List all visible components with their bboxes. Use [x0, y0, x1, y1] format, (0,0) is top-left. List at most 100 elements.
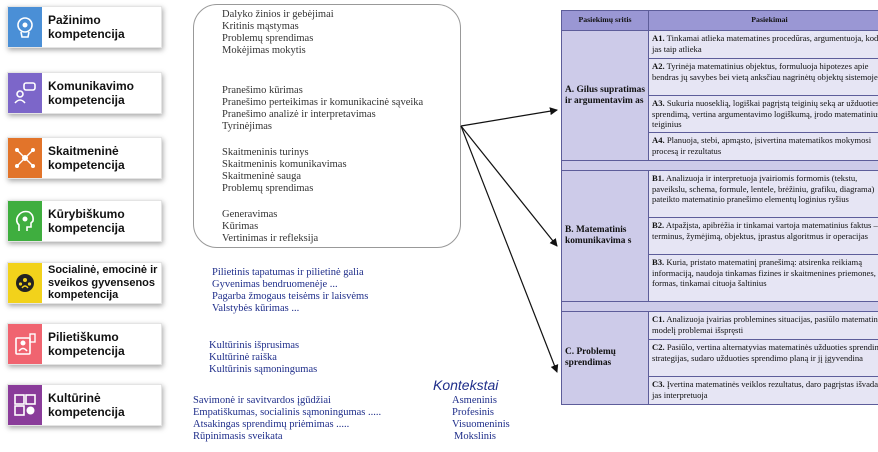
- list-item: Visuomeninis: [452, 419, 510, 430]
- achievement-a2: A2. Tyrinėja matematinius objektus, form…: [648, 58, 878, 96]
- competency-pilietiskumo: Pilietiškumo kompetencija: [7, 323, 162, 365]
- competency-color-bar: [8, 324, 42, 364]
- table-row: A. Gilus supratimas ir argumentavim as A…: [561, 30, 878, 161]
- competency-komunikavimo: Komunikavimo kompetencija: [7, 72, 162, 114]
- list-item: Generavimas: [222, 209, 278, 220]
- arrow-to-c: [460, 125, 559, 373]
- creative-head-icon: [15, 210, 34, 231]
- list-item: Skaitmeninis turinys: [222, 147, 309, 158]
- achievement-c1: C1. Analizuoja įvairias problemines situ…: [648, 311, 878, 340]
- competency-label: Socialinė, emocinė ir sveikos gyvensenos…: [48, 264, 158, 302]
- list-item: Skaitmeninė sauga: [222, 171, 302, 182]
- section-a-title: A. Gilus supratimas ir argumentavim as: [561, 30, 649, 161]
- list-item: Gyvenimas bendruomenėje ...: [212, 279, 338, 290]
- list-item: Problemų sprendimas: [222, 183, 314, 194]
- competency-color-bar: [8, 263, 42, 303]
- list-item: Kultūrinė raiška: [209, 352, 277, 363]
- achievements-table: Pasiekimų sritis Pasiekimai A. Gilus sup…: [561, 10, 878, 405]
- achievement-c3: C3. Įvertina matematinės veiklos rezulta…: [648, 376, 878, 405]
- cultural-components-list: Kultūrinis išprusimas Kultūrinė raiška K…: [209, 340, 317, 376]
- arrow-to-b: [460, 125, 558, 247]
- competency-label: Pilietiškumo kompetencija: [48, 330, 125, 358]
- community-icon: [16, 274, 34, 292]
- achievement-a3: A3. Sukuria nuoseklią, logiškai pagrįstą…: [648, 95, 878, 133]
- section-c-title: C. Problemų sprendimas: [561, 311, 649, 405]
- list-item: Kultūrinis sąmoningumas: [209, 364, 318, 375]
- competency-socialine: Socialinė, emocinė ir sveikos gyvensenos…: [7, 262, 162, 304]
- contexts-title: Kontekstai: [433, 377, 499, 393]
- list-item: Valstybės kūrimas ...: [212, 303, 300, 314]
- head-gears-icon: [17, 17, 33, 38]
- table-row: B. Matematinis komunikavima s B1. Analiz…: [561, 170, 878, 302]
- communication-components-list: Pranešimo kūrimas Pranešimo perteikimas …: [222, 85, 423, 133]
- list-item: Kūrimas: [222, 221, 259, 232]
- list-item: Savimonė ir savitvardos įgūdžiai: [193, 395, 331, 406]
- table-row: C2. Pasiūlo, vertina alternatyvias matem…: [562, 339, 878, 377]
- table-row: B3. Kuria, pristato matematinį pranešimą…: [562, 254, 878, 302]
- arrow-to-a: [460, 107, 558, 127]
- social-components-list: Savimonė ir savitvardos įgūdžiai Empatiš…: [193, 395, 381, 443]
- digital-components-list: Skaitmeninis turinys Skaitmeninis komuni…: [222, 147, 347, 195]
- creativity-components-list: Generavimas Kūrimas Vertinimas ir reflek…: [222, 209, 318, 245]
- table-row: B2. Atpažįsta, apibrėžia ir tinkamai var…: [562, 217, 878, 255]
- list-item: Mokėjimas mokytis: [222, 45, 306, 56]
- list-item: Rūpinimasis sveikata: [193, 431, 283, 442]
- competency-color-bar: [8, 385, 42, 425]
- list-item: Dalyko žinios ir gebėjimai: [222, 9, 334, 20]
- list-item: Mokslinis: [454, 431, 497, 442]
- competency-color-bar: [8, 138, 42, 178]
- competency-pazinimo: Pažinimo kompetencija: [7, 6, 162, 48]
- competency-kulturine: Kultūrinė kompetencija: [7, 384, 162, 426]
- list-item: Pranešimo kūrimas: [222, 85, 303, 96]
- list-item: Pilietinis tapatumas ir pilietinė galia: [212, 267, 364, 278]
- table-row: C. Problemų sprendimas C1. Analizuoja įv…: [561, 311, 878, 405]
- table-row: A2. Tyrinėja matematinius objektus, form…: [562, 58, 878, 96]
- civic-components-list: Pilietinis tapatumas ir pilietinė galia …: [212, 267, 368, 315]
- competency-components-box: [193, 4, 461, 248]
- table-row: C3. Įvertina matematinės veiklos rezulta…: [562, 376, 878, 405]
- list-item: Kritinis mąstymas: [222, 21, 299, 32]
- achievement-c2: C2. Pasiūlo, vertina alternatyvias matem…: [648, 339, 878, 377]
- civic-building-icon: [15, 333, 36, 355]
- competency-label: Skaitmeninė kompetencija: [48, 144, 125, 172]
- table-header-achievements: Pasiekimai: [648, 10, 878, 31]
- competency-label: Pažinimo kompetencija: [48, 13, 125, 41]
- table-separator: [561, 160, 878, 171]
- list-item: Asmeninis: [452, 395, 497, 406]
- digital-network-icon: [15, 148, 35, 168]
- competency-label: Komunikavimo kompetencija: [48, 79, 135, 107]
- section-b-title: B. Matematinis komunikavima s: [561, 170, 649, 302]
- competency-color-bar: [8, 73, 42, 113]
- list-item: Tyrinėjimas: [222, 121, 273, 132]
- culture-icon: [14, 394, 36, 416]
- achievement-b1: B1. Analizuoja ir interpretuoja įvairiom…: [648, 170, 878, 218]
- list-item: Atsakingas sprendimų priėmimas .....: [193, 419, 350, 430]
- list-item: Problemų sprendimas: [222, 33, 314, 44]
- achievement-a4: A4. Planuoja, stebi, apmąsto, įsivertina…: [648, 132, 878, 161]
- speech-people-icon: [14, 82, 36, 104]
- competency-label: Kultūrinė kompetencija: [48, 391, 125, 419]
- competency-kurybiskumo: Kūrybiškumo kompetencija: [7, 200, 162, 242]
- cognitive-components-list: Dalyko žinios ir gebėjimai Kritinis mąst…: [222, 9, 334, 57]
- list-item: Empatiškumas, socialinis sąmoningumas ..…: [193, 407, 382, 418]
- achievement-b2: B2. Atpažįsta, apibrėžia ir tinkamai var…: [648, 217, 878, 255]
- list-item: Vertinimas ir refleksija: [222, 233, 319, 244]
- table-header-area: Pasiekimų sritis: [561, 10, 649, 31]
- competency-color-bar: [8, 7, 42, 47]
- list-item: Pranešimo analizė ir interpretavimas: [222, 109, 376, 120]
- competency-color-bar: [8, 201, 42, 241]
- list-item: Pagarba žmogaus teisėms ir laisvėms: [212, 291, 369, 302]
- competency-skaitmenine: Skaitmeninė kompetencija: [7, 137, 162, 179]
- table-separator: [561, 301, 878, 312]
- achievement-a1: A1. Tinkamai atlieka matematines procedū…: [648, 30, 878, 59]
- list-item: Kultūrinis išprusimas: [209, 340, 300, 351]
- table-row: A4. Planuoja, stebi, apmąsto, įsivertina…: [562, 132, 878, 161]
- list-item: Skaitmeninis komunikavimas: [222, 159, 347, 170]
- list-item: Profesinis: [452, 407, 494, 418]
- contexts-list: Asmeninis Profesinis Visuomeninis Moksli…: [452, 395, 510, 443]
- competency-label: Kūrybiškumo kompetencija: [48, 207, 125, 235]
- list-item: Pranešimo perteikimas ir komunikacinė są…: [222, 97, 424, 108]
- achievement-b3: B3. Kuria, pristato matematinį pranešimą…: [648, 254, 878, 302]
- table-row: A3. Sukuria nuoseklią, logiškai pagrįstą…: [562, 95, 878, 133]
